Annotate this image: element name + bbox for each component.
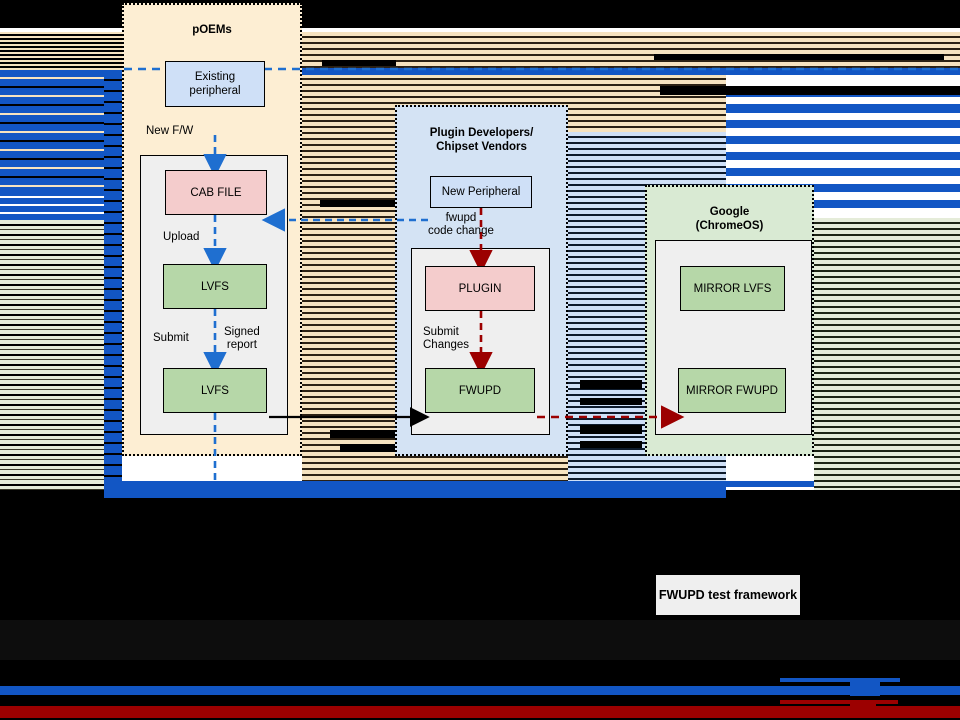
edge-label-upload: Upload [163, 231, 200, 243]
node-cab-file[interactable]: CAB FILE [165, 170, 267, 215]
render-artifact-black-bar [330, 430, 396, 438]
node-lvfs-signed[interactable]: LVFS [163, 368, 267, 413]
render-artifact-black-bar [580, 425, 642, 434]
render-artifact-footer-red [850, 702, 876, 714]
render-artifact-black-bar [654, 54, 944, 60]
node-lvfs-upload[interactable]: LVFS [163, 264, 267, 309]
edge-label-submit-changes: Submit Changes [423, 326, 470, 351]
lane-poems-title: pOEMs [192, 24, 232, 36]
render-artifact-black-bar [322, 60, 396, 66]
node-existing-peripheral[interactable]: Existing peripheral [165, 61, 265, 107]
render-artifact-footer-red [0, 706, 960, 718]
node-mirror-fwupd[interactable]: MIRROR FWUPD [678, 368, 786, 413]
node-fwupd-test-framework[interactable]: FWUPD test framework [656, 575, 800, 615]
edge-label-new-fw: New F/W [146, 125, 194, 137]
render-artifact-footer-dark [0, 620, 960, 660]
render-artifact-footer-blue [780, 678, 900, 682]
lane-plugin-title: Plugin Developers/ Chipset Vendors [429, 127, 534, 153]
lane-google-title: Google (ChromeOS) [695, 206, 764, 232]
render-artifact-footer-blue [0, 686, 960, 695]
render-artifact-footer-red [780, 700, 898, 704]
render-artifact-black-bar [660, 86, 960, 95]
node-plugin[interactable]: PLUGIN [425, 266, 535, 311]
render-artifact-black-bar [340, 444, 396, 452]
render-artifact-black-bar [580, 380, 642, 389]
node-new-peripheral[interactable]: New Peripheral [430, 176, 532, 208]
node-fwupd[interactable]: FWUPD [425, 368, 535, 413]
render-artifact-footer-blue [850, 682, 880, 696]
edge-label-signed-report: Signed report [224, 326, 260, 351]
node-mirror-lvfs[interactable]: MIRROR LVFS [680, 266, 785, 311]
render-artifact-black-bar [580, 441, 642, 448]
render-artifact-black-bar [320, 200, 396, 207]
edge-label-submit: Submit [153, 332, 189, 344]
render-artifact-black-bar [580, 398, 642, 405]
edge-label-fwupd-code-change: fwupd code change [428, 212, 494, 237]
